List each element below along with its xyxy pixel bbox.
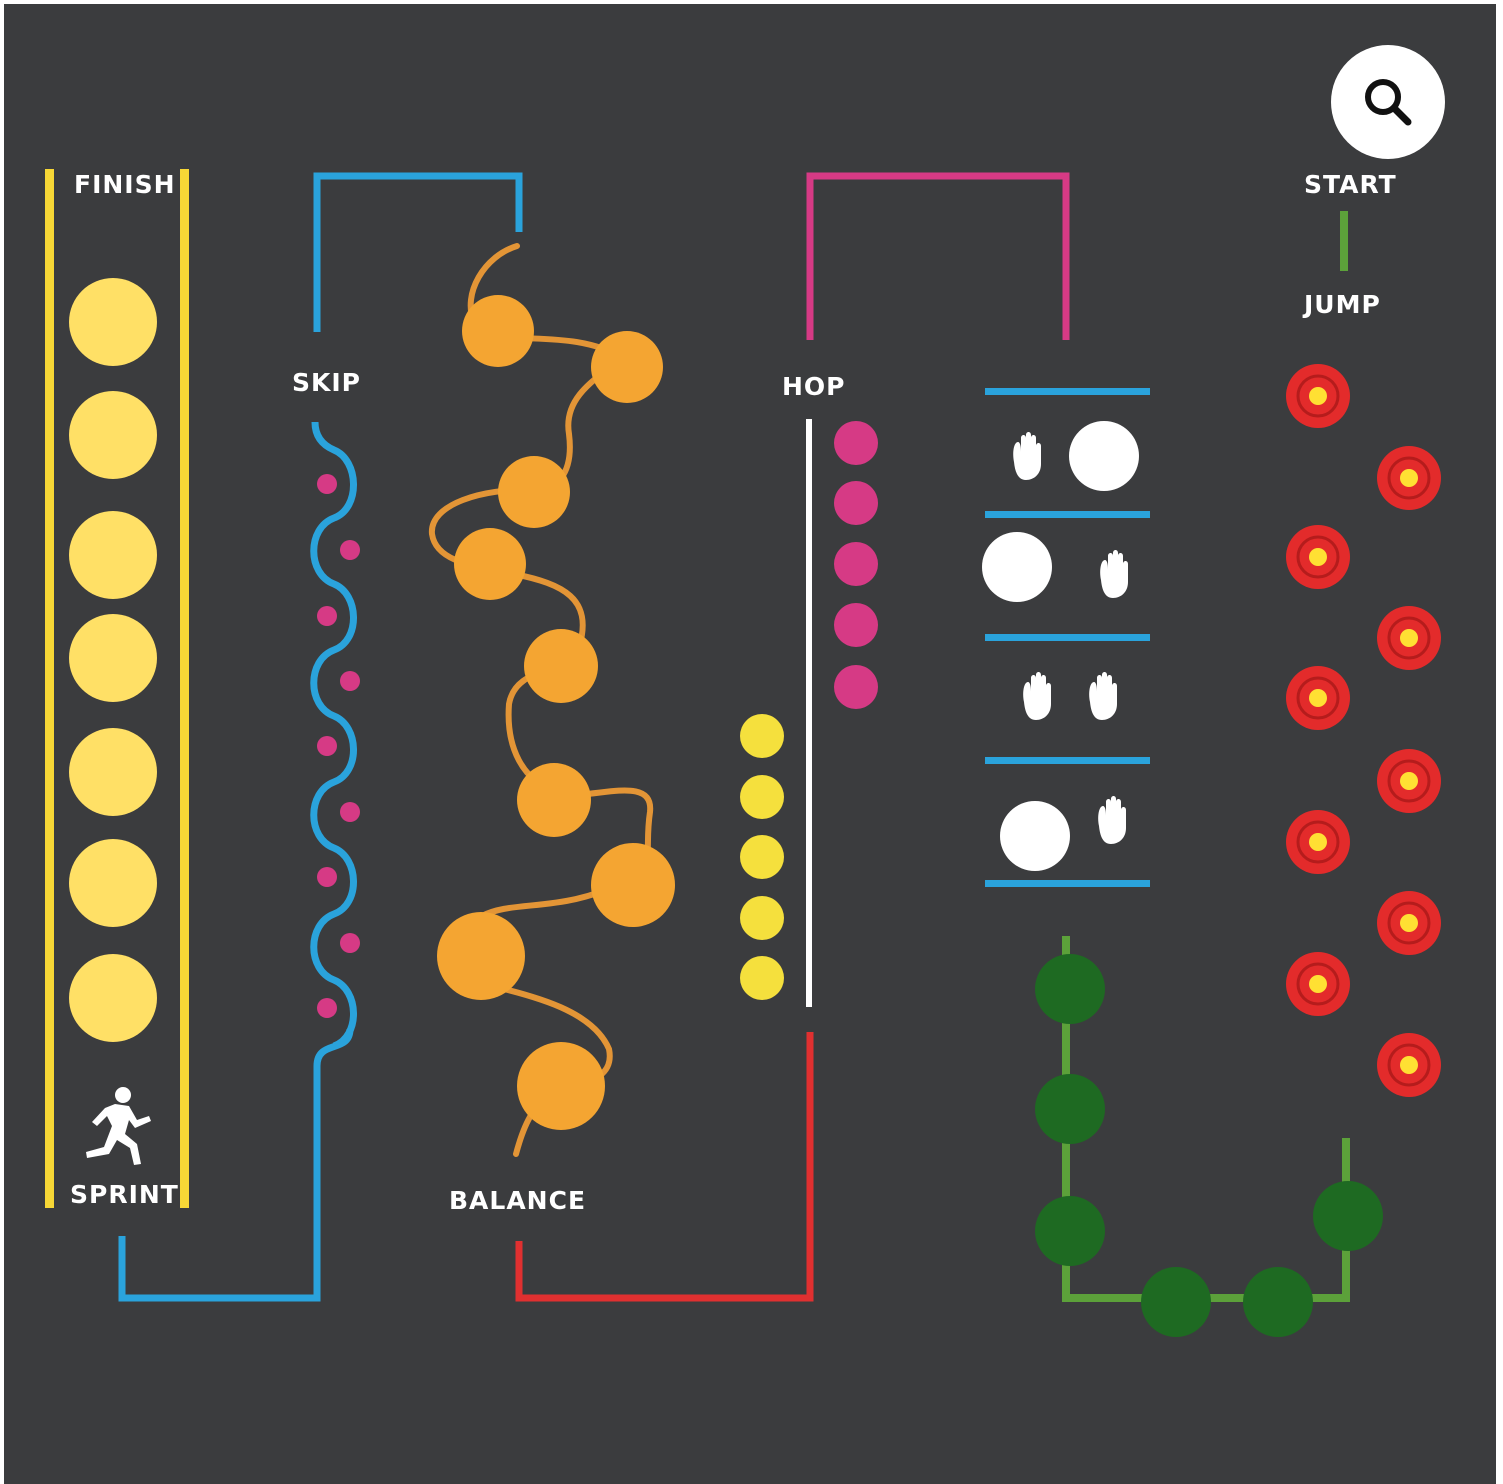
sprint-dot: [69, 839, 157, 927]
balance-dot: [498, 456, 570, 528]
sprint-dots: [69, 278, 157, 1042]
sprint-dot: [69, 954, 157, 1042]
hop-dot: [740, 896, 784, 940]
balance-dot: [462, 295, 534, 367]
jump-target: [1377, 606, 1441, 670]
skip-dot: [317, 998, 337, 1018]
hand-spot-white: [1000, 801, 1070, 871]
balance-label: BALANCE: [449, 1186, 587, 1215]
hand-icon: [1098, 796, 1126, 844]
hop-dot: [834, 421, 878, 465]
hop-label: HOP: [782, 372, 846, 401]
green-dot: [1035, 1196, 1105, 1266]
sprint-label: SPRINT: [70, 1180, 179, 1209]
skip-label: SKIP: [292, 368, 362, 397]
skip-dot: [340, 671, 360, 691]
hop-dot: [834, 481, 878, 525]
hand-icon: [1013, 432, 1041, 480]
hop-dot: [740, 956, 784, 1000]
skip-dot: [317, 606, 337, 626]
hop-dot: [740, 775, 784, 819]
skip-dot: [317, 736, 337, 756]
jump-target: [1377, 749, 1441, 813]
balance-dot: [437, 912, 525, 1000]
skip-dot: [340, 802, 360, 822]
finish-label: FINISH: [74, 170, 176, 199]
balance-line: [428, 243, 654, 1157]
path-hop-hands: [806, 172, 1070, 340]
jump-target: [1286, 810, 1350, 874]
hand-spot-white: [982, 532, 1052, 602]
balance-dot: [591, 331, 663, 403]
jump-target: [1377, 446, 1441, 510]
start-marker: [1340, 211, 1348, 271]
hop-dot: [740, 835, 784, 879]
jump-target: [1377, 1033, 1441, 1097]
skip-dots: [317, 474, 360, 1018]
balance-dots: [437, 295, 675, 1130]
skip-dot: [317, 867, 337, 887]
green-dot: [1243, 1267, 1313, 1337]
skip-dot: [317, 474, 337, 494]
sprint-dot: [69, 614, 157, 702]
balance-dot: [517, 1042, 605, 1130]
hop-dot: [834, 665, 878, 709]
hop-dot: [834, 603, 878, 647]
path-skip-balance: [313, 172, 523, 332]
jump-target: [1377, 891, 1441, 955]
jump-targets: [1286, 364, 1441, 1097]
jump-label: JUMP: [1304, 290, 1381, 319]
green-dot: [1313, 1181, 1383, 1251]
sprint-lane-right: [180, 169, 189, 1208]
hop-dot: [740, 714, 784, 758]
jump-target: [1286, 364, 1350, 428]
jump-target: [1286, 525, 1350, 589]
skip-dot: [340, 933, 360, 953]
hands-bars: [985, 388, 1150, 887]
hand-spot-white: [1069, 421, 1139, 491]
search-icon: [1365, 79, 1412, 126]
green-dot: [1141, 1267, 1211, 1337]
start-label: START: [1304, 170, 1397, 199]
runner-icon: [86, 1087, 151, 1165]
search-button[interactable]: [1331, 45, 1445, 159]
playground-course: FINISH SPRINT SKIP BALANCE HOP START JUM…: [4, 4, 1496, 1484]
sprint-dot: [69, 728, 157, 816]
sprint-dot: [69, 391, 157, 479]
green-dot: [1035, 954, 1105, 1024]
green-dots: [1035, 954, 1383, 1337]
skip-wavy-line: [310, 421, 357, 1050]
sprint-dot: [69, 511, 157, 599]
green-dot: [1035, 1074, 1105, 1144]
hand-icon: [1100, 550, 1128, 598]
path-sprint-skip: [118, 1028, 354, 1302]
balance-dot: [524, 629, 598, 703]
path-balance-hop: [515, 1032, 814, 1302]
balance-dot: [591, 843, 675, 927]
sprint-dot: [69, 278, 157, 366]
balance-dot: [454, 528, 526, 600]
jump-target: [1286, 666, 1350, 730]
balance-dot: [517, 763, 591, 837]
hop-dot: [834, 542, 878, 586]
hand-icon: [1089, 672, 1117, 720]
hop-pink-dots: [834, 421, 878, 709]
hop-divider: [806, 419, 812, 1007]
hand-icon: [1023, 672, 1051, 720]
jump-target: [1286, 952, 1350, 1016]
skip-dot: [340, 540, 360, 560]
course-map: [45, 169, 1441, 1337]
sprint-lane-left: [45, 169, 54, 1208]
hop-yellow-dots: [740, 714, 784, 1000]
